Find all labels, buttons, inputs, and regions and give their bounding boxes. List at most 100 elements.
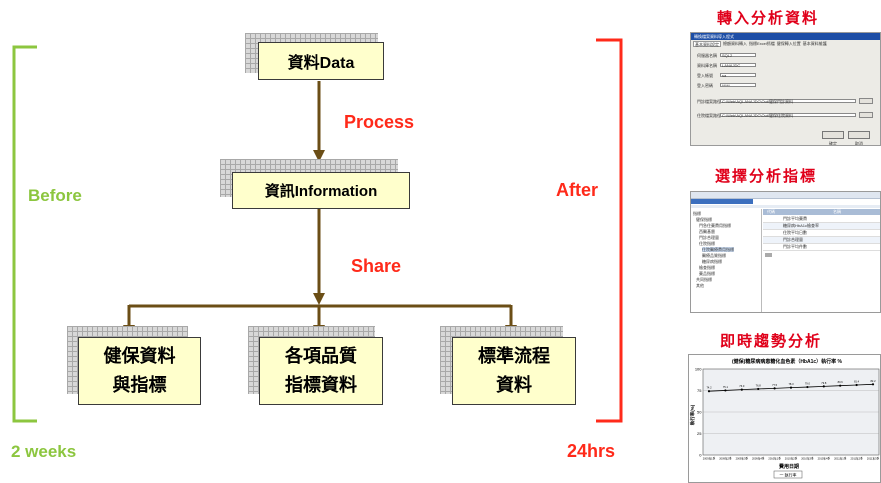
list-item[interactable]: 門診合理量 <box>763 237 880 244</box>
arrowhead-share <box>313 293 325 305</box>
indicator-tree: 指標 健保指標 門急住藥費用指標 西醫基層 門診合理量 住院指標 住院醫療費用指… <box>691 209 762 312</box>
tree-item[interactable]: 糖尿病指標 <box>702 259 722 264</box>
server-name-input[interactable]: SQL2 <box>720 53 756 58</box>
import-tab[interactable]: 基本資料維護 <box>802 41 827 46</box>
list-item[interactable]: 糖尿病HbA1c檢查率 <box>763 223 880 230</box>
field-value: ***** <box>722 83 730 88</box>
leaf-box-health-insurance: 健保資料 與指標 <box>78 337 201 405</box>
data-point <box>740 388 743 391</box>
list-item[interactable]: 門診平均藥費 <box>763 216 880 223</box>
data-label: 76.0 <box>739 384 745 388</box>
confirm-button[interactable]: 確定 <box>822 131 844 145</box>
before-bracket <box>12 45 37 423</box>
field-label: 資料庫名稱 <box>697 63 717 68</box>
login-account-input[interactable]: sa <box>720 73 756 78</box>
y-tick-label: 100 <box>695 367 702 372</box>
tree-item[interactable]: 指標 <box>693 211 701 216</box>
after-duration: 24hrs <box>567 441 616 461</box>
tree-item[interactable]: 門診合理量 <box>699 235 719 240</box>
import-panel-title: 轉入分析資料 <box>717 9 820 27</box>
data-label: 75.1 <box>723 385 729 389</box>
browse-inpatient-button[interactable] <box>859 112 873 118</box>
import-tab[interactable]: 指標Excel抓檔 <box>749 41 775 46</box>
x-tick-label: 2009年4季 <box>752 457 765 461</box>
data-point <box>806 385 809 389</box>
database-name-input[interactable]: LANAJDC <box>720 63 756 68</box>
import-tab[interactable]: 總額資料轉入 <box>723 41 747 46</box>
leaf-box-3-line2: 資料 <box>496 375 532 396</box>
login-password-input[interactable]: ***** <box>720 83 756 88</box>
data-label: 76.8 <box>756 383 762 387</box>
data-label: 74.2 <box>706 386 712 390</box>
leaf-box-1-line2: 與指標 <box>112 375 167 396</box>
select-filter-bar <box>691 205 880 208</box>
path-label: 門診檔案路徑 <box>697 99 721 104</box>
select-panel-title: 選擇分析指標 <box>715 167 818 185</box>
data-point <box>789 386 793 389</box>
cancel-button-label: 取消 <box>855 141 863 146</box>
tree-item[interactable]: 門急住藥費用指標 <box>699 223 731 228</box>
data-box: 資料Data <box>258 42 384 80</box>
cancel-button[interactable]: 取消 <box>848 131 870 145</box>
tree-item[interactable]: 健保指標 <box>696 217 712 222</box>
legend-box <box>773 470 803 479</box>
tree-item[interactable]: 住院醫療費用指標 <box>702 247 734 252</box>
inpatient-path-input[interactable]: C:\Web\AQLANAJDC\Out\健保住院資料 <box>720 113 856 118</box>
data-point <box>871 383 875 386</box>
outpatient-path-input[interactable]: C:\Web\AQLANAJDC\Out\健保門診資料 <box>720 99 856 104</box>
import-window-titlebar: 轉換檔案資料導入程式 <box>691 33 880 40</box>
field-label: 登入帳號 <box>697 73 713 78</box>
data-label: 82.2 <box>870 379 876 383</box>
tree-item[interactable]: 西醫基層 <box>699 229 715 234</box>
x-tick-label: 2009年2季 <box>719 457 732 461</box>
data-label: 79.0 <box>805 382 811 386</box>
data-point <box>724 389 727 392</box>
browse-outpatient-button[interactable] <box>859 98 873 104</box>
after-bracket <box>596 38 623 423</box>
import-tab[interactable]: 健保轉入位置 <box>776 41 801 46</box>
x-tick-label: 2010年4季 <box>818 457 831 461</box>
leaf-box-2-line2: 指標資料 <box>285 375 357 396</box>
select-tree-header <box>691 199 753 204</box>
list-scroll-button[interactable] <box>765 253 772 257</box>
leaf-box-3-line1: 標準流程 <box>478 346 550 367</box>
x-axis-label: 費用日期 <box>779 463 799 470</box>
leaf-box-standard-process: 標準流程 資料 <box>452 337 576 405</box>
field-value: LANAJDC <box>722 63 741 68</box>
data-label: 81.4 <box>854 379 860 383</box>
x-tick-label: 2009年1季 <box>703 457 716 461</box>
field-value: SQL2 <box>722 53 733 58</box>
process-label: Process <box>344 112 415 132</box>
data-label: 79.8 <box>821 381 827 385</box>
x-tick-label: 2011年1季 <box>834 457 847 461</box>
data-label: 80.6 <box>838 380 844 384</box>
tree-item[interactable]: 共同指標 <box>696 277 712 282</box>
list-item[interactable]: 門診平均件數 <box>763 244 880 251</box>
import-tab[interactable]: 基本資料設定 <box>693 41 721 47</box>
legend-label: 一 執行率 <box>779 472 796 478</box>
tree-item[interactable]: 醫療品質指標 <box>702 253 726 258</box>
list-item-label: 門診平均藥費 <box>783 216 807 221</box>
x-tick-label: 2010年2季 <box>785 457 798 461</box>
before-duration: 2 weeks <box>11 442 77 461</box>
after-label: After <box>556 180 599 200</box>
list-item-label: 門診平均件數 <box>783 244 807 249</box>
data-label: 78.3 <box>788 382 794 386</box>
before-label: Before <box>28 186 82 205</box>
tree-item[interactable]: 藥品指標 <box>699 271 715 276</box>
select-panel-screenshot: 指標 健保指標 門急住藥費用指標 西醫基層 門診合理量 住院指標 住院醫療費用指… <box>690 191 881 313</box>
data-point <box>707 390 711 393</box>
tree-item[interactable]: 檢查指標 <box>699 265 715 270</box>
tree-item[interactable]: 住院指標 <box>699 241 715 246</box>
tree-item[interactable]: 其他 <box>696 283 704 288</box>
x-tick-label: 2011年2季 <box>850 457 863 461</box>
data-point <box>757 387 760 391</box>
y-tick-label: 50 <box>697 410 702 415</box>
list-item[interactable]: 住院平均日數 <box>763 230 880 237</box>
list-item-label: 住院平均日數 <box>783 230 807 235</box>
data-point <box>839 384 842 387</box>
y-tick-label: 75 <box>697 388 702 393</box>
y-tick-label: 0 <box>699 453 702 458</box>
